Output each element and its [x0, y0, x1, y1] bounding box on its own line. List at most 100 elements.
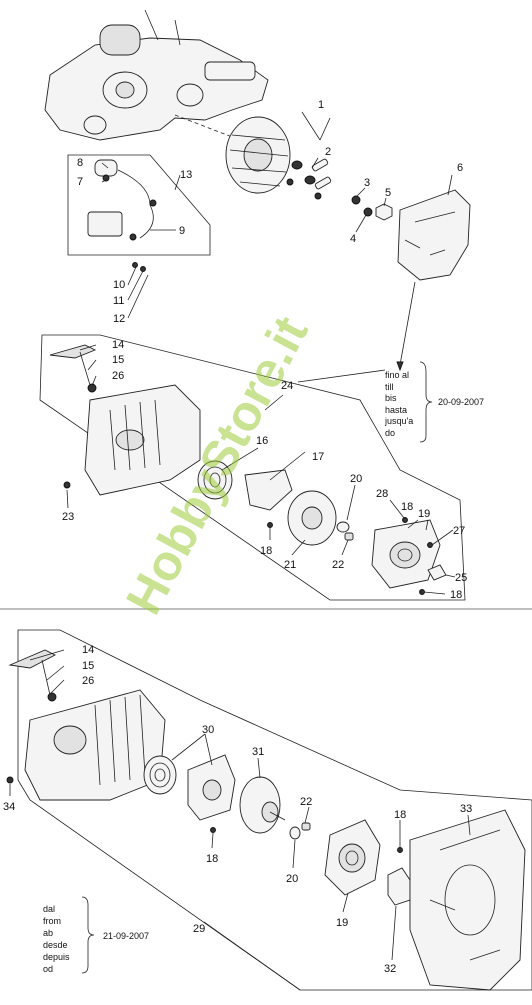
- date-label: 21-09-2007: [103, 931, 149, 941]
- screw-23: [63, 481, 71, 489]
- ignition-module-group: [67, 154, 211, 256]
- note-line: dal: [43, 904, 55, 914]
- callout: 28: [376, 488, 388, 500]
- starter-housing-bottom: [24, 689, 166, 801]
- screw-18c: [419, 589, 425, 595]
- callout: 3: [364, 177, 370, 189]
- callout: 18: [394, 809, 406, 821]
- callout: 23: [62, 511, 74, 523]
- callout: 15: [82, 660, 94, 672]
- callout: 18: [450, 589, 462, 601]
- callout: 11: [113, 295, 124, 307]
- date-note-top: fino al till bis hasta jusqu'a do 20-09-…: [384, 370, 484, 438]
- starter-cover-bottom: [324, 819, 381, 896]
- callout: 34: [3, 801, 15, 813]
- callout: 24: [281, 380, 293, 392]
- note-line: till: [385, 382, 394, 392]
- callout: 31: [252, 746, 264, 758]
- pulley-bottom: [239, 776, 286, 834]
- note-line: jusqu'a: [384, 416, 413, 426]
- note-line: ab: [43, 928, 53, 938]
- date-bracket-top: [419, 361, 433, 443]
- callout: 4: [350, 233, 356, 245]
- leader-lines-bottom: [9, 649, 471, 991]
- starter-handle-bottom: [8, 649, 57, 702]
- washer-20b: [289, 826, 301, 840]
- note-line: fino al: [385, 370, 409, 380]
- callouts-top: 1 2 3 4 5 6 7 8 9 10 11 12 13 14 15 26 2…: [62, 99, 467, 601]
- note-line: od: [43, 964, 53, 974]
- spring-cover-bottom: [187, 754, 236, 821]
- screw-34: [6, 776, 14, 784]
- callout: 10: [113, 279, 125, 291]
- callout: 26: [82, 675, 94, 687]
- flywheel-part: [225, 116, 291, 194]
- callout: 14: [82, 644, 94, 656]
- flywheel-pawls: [286, 158, 332, 200]
- callout: 19: [418, 508, 430, 520]
- note-line: hasta: [385, 405, 407, 415]
- leader-lines-top: [66, 111, 456, 595]
- callout: 17: [312, 451, 324, 463]
- bush-32: [387, 867, 411, 906]
- flywheel-cover: [397, 189, 471, 281]
- screw-18d: [210, 827, 216, 833]
- note-line: depuis: [43, 952, 70, 962]
- starter-outline-bottom: [17, 629, 532, 991]
- note-line: from: [43, 916, 61, 926]
- rewind-spring-bottom: [143, 755, 177, 795]
- callout: 29: [193, 923, 205, 935]
- callout: 18: [260, 545, 272, 557]
- callout: 8: [77, 157, 83, 169]
- callout: 18: [401, 501, 413, 513]
- callout: 16: [256, 435, 268, 447]
- callout: 27: [453, 525, 465, 537]
- date-note-bottom: dal from ab desde depuis od 21-09-2007: [43, 904, 149, 974]
- date-bracket-bottom: [81, 896, 95, 974]
- starter-housing-top: [84, 384, 201, 496]
- engine-crankcase: [44, 9, 269, 141]
- rewind-spring-top: [197, 460, 233, 500]
- callout: 15: [112, 354, 124, 366]
- nut-4: [363, 207, 373, 217]
- screw-27: [427, 542, 433, 548]
- callout: 1: [318, 99, 324, 111]
- washer-20: [336, 521, 350, 533]
- callout: 26: [112, 370, 124, 382]
- callout: 32: [384, 963, 396, 975]
- callout: 14: [112, 339, 124, 351]
- callout: 20: [286, 873, 298, 885]
- starter-cover-top: [371, 519, 441, 589]
- washer-11: [140, 266, 146, 272]
- callout: 33: [460, 803, 472, 815]
- callout: 25: [455, 572, 467, 584]
- note-line: bis: [385, 393, 397, 403]
- callout: 21: [284, 559, 296, 571]
- starter-handle-top: [49, 344, 97, 393]
- washer-3: [351, 195, 361, 205]
- screw-18a: [267, 522, 273, 528]
- note-line: desde: [43, 940, 68, 950]
- callout: 12: [113, 313, 125, 325]
- date-label: 20-09-2007: [438, 397, 484, 407]
- callouts-bottom: 14 15 26 30 31 22 18 33 34 18 20 19 32 2…: [3, 644, 472, 975]
- callout: 18: [206, 853, 218, 865]
- callout: 22: [300, 796, 312, 808]
- arrow-line: [399, 281, 416, 366]
- callout: 2: [325, 146, 331, 158]
- nut-5: [375, 203, 393, 221]
- callout: 6: [457, 162, 463, 174]
- callout: 19: [336, 917, 348, 929]
- pulley-top: [287, 490, 337, 546]
- callout: 20: [350, 473, 362, 485]
- screw-10: [132, 262, 138, 268]
- screw-22b: [301, 822, 311, 831]
- arrow-head: [396, 361, 404, 372]
- callout: 22: [332, 559, 344, 571]
- note-line: do: [385, 428, 395, 438]
- screw-18e: [397, 847, 403, 853]
- callout: 5: [385, 187, 391, 199]
- callout: 7: [77, 176, 83, 188]
